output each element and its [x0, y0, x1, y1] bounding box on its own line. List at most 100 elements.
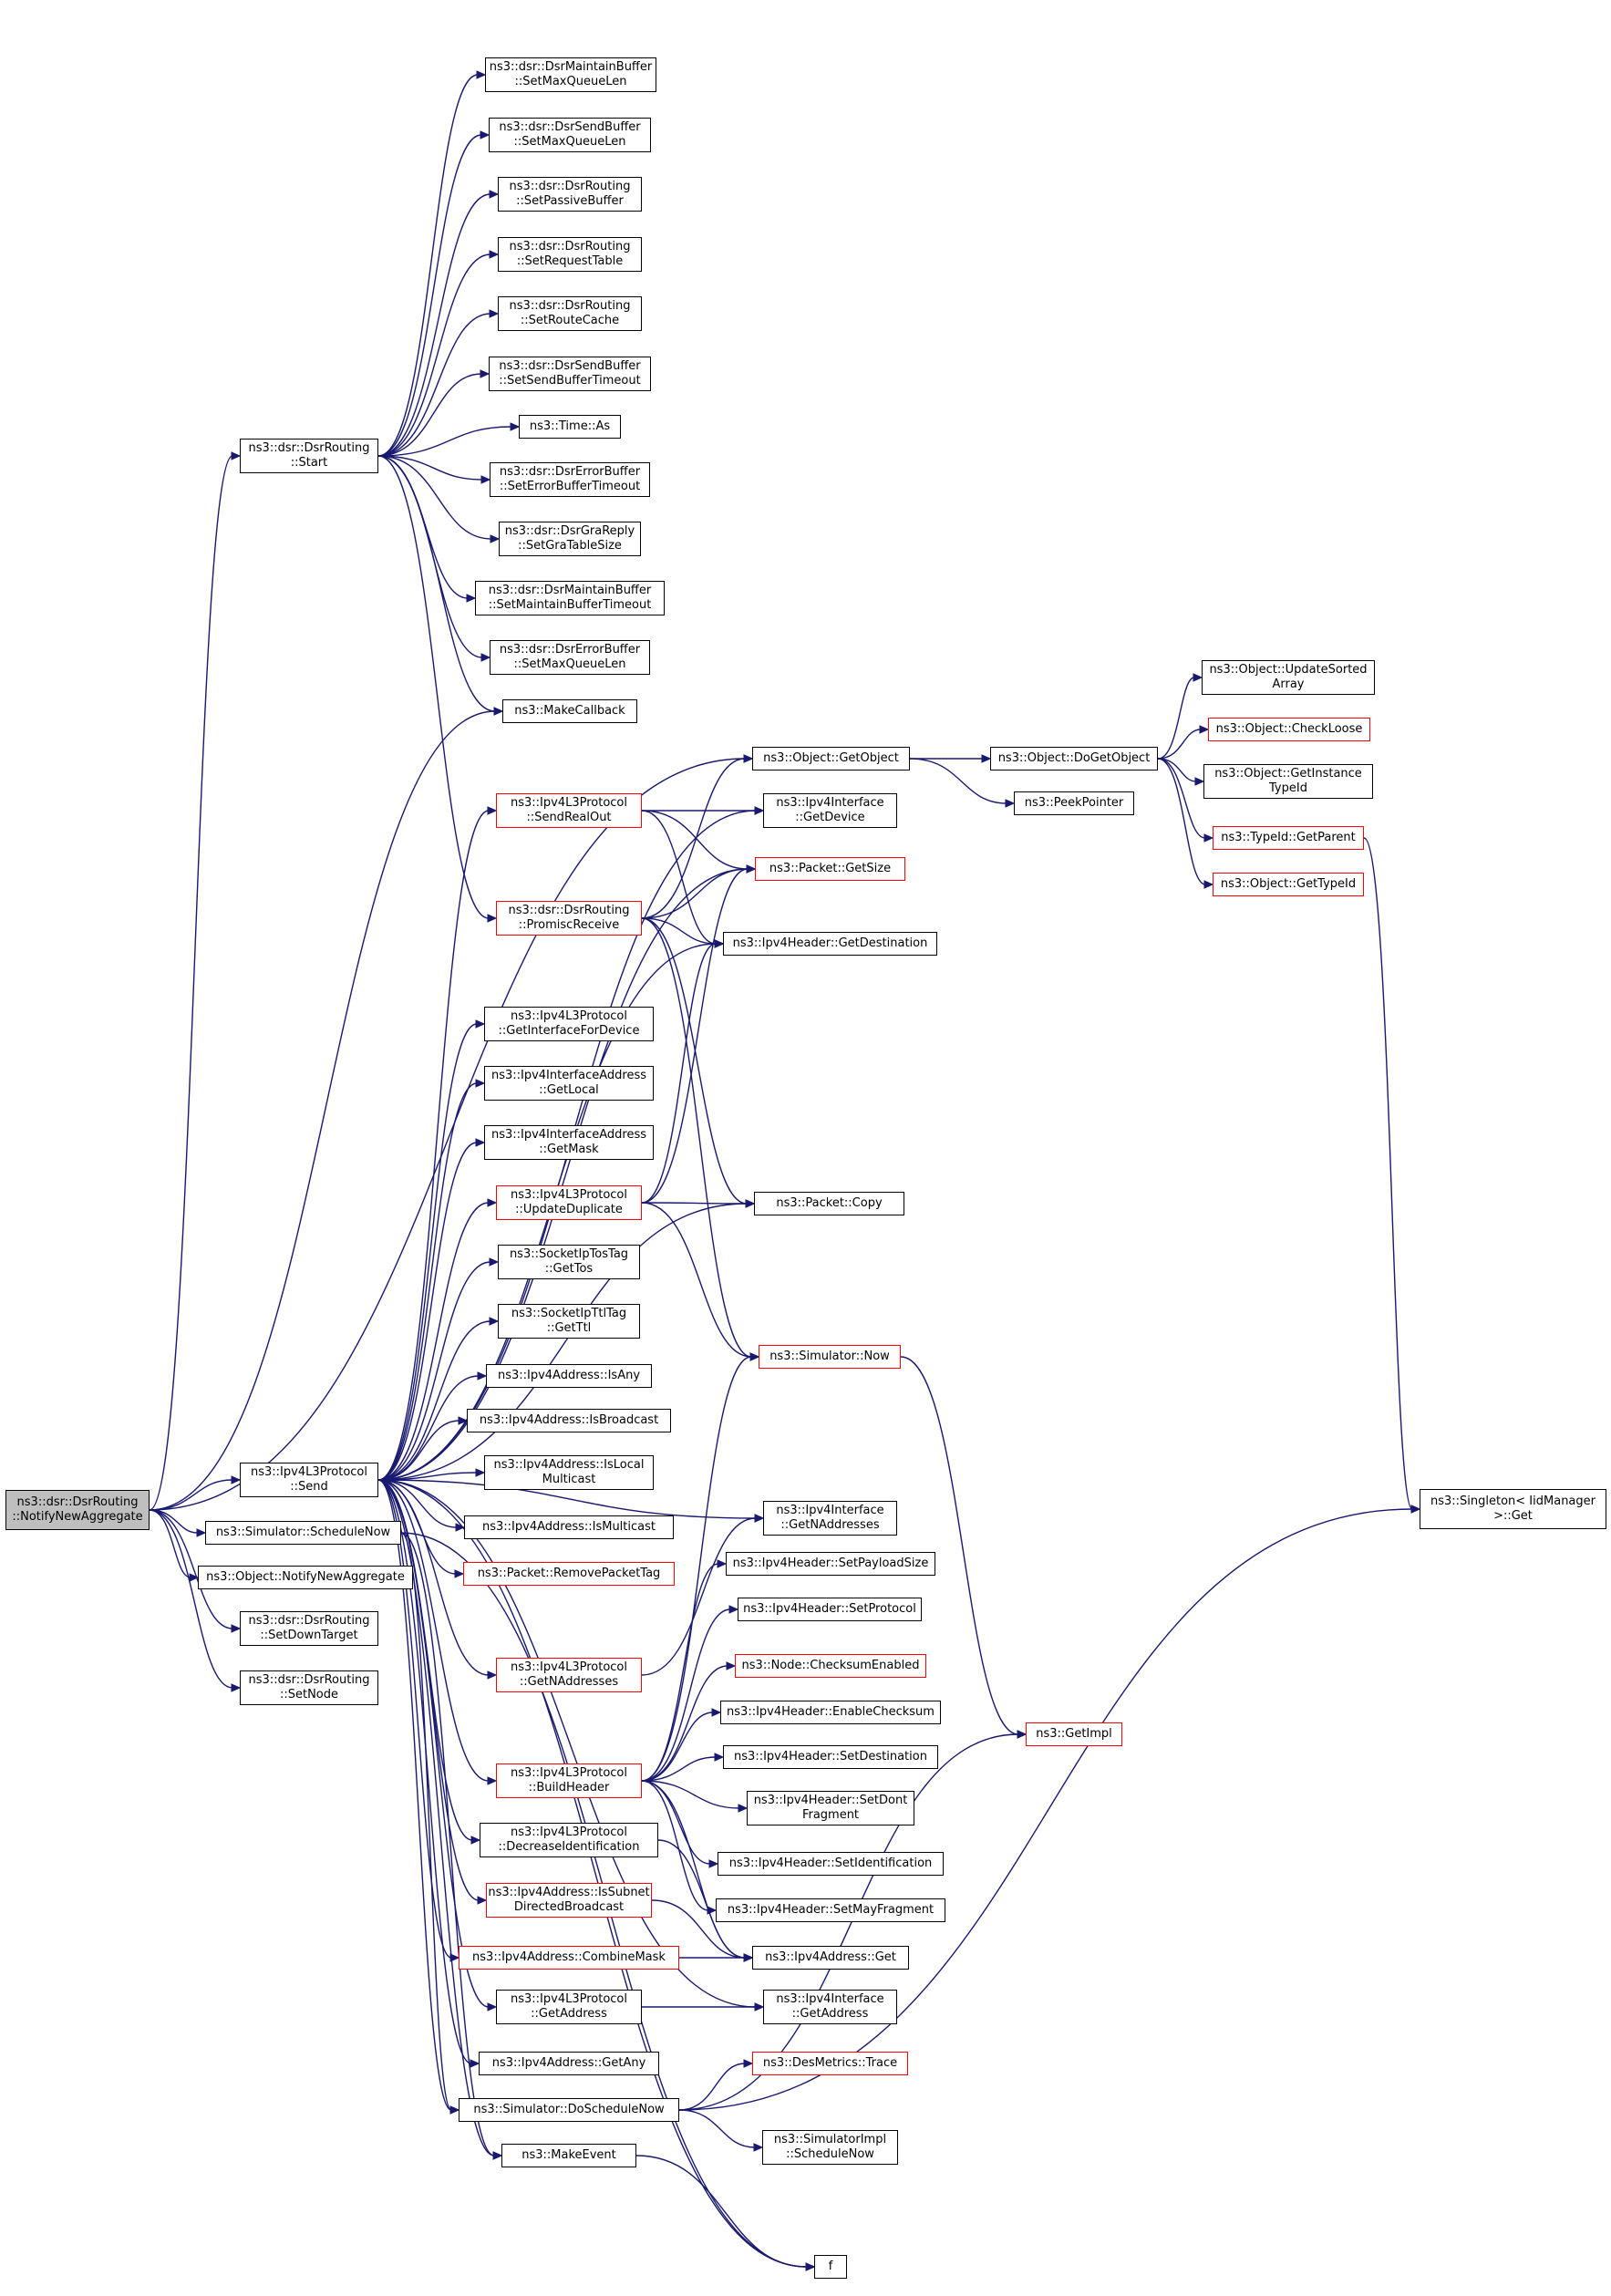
arrowhead-l3send-to-getmask	[475, 1138, 486, 1147]
node-ns3-ipv4header-setdont-fragment[interactable]: ns3::Ipv4Header::SetDont Fragment	[747, 1791, 914, 1825]
edge-l3getnaddr-to-ifgetnaddr	[641, 1517, 757, 1676]
node-ns3-object-getinstance-typeid[interactable]: ns3::Object::GetInstance TypeId	[1203, 764, 1373, 799]
node-ns3-ipv4interface-getdevice[interactable]: ns3::Ipv4Interface ::GetDevice	[763, 793, 897, 828]
node-ns3-dsr-dsrrouting-setroutecache[interactable]: ns3::dsr::DsrRouting ::SetRouteCache	[498, 296, 642, 331]
node-ns3-dsr-dsrgrareply-setgratablesize[interactable]: ns3::dsr::DsrGraReply ::SetGraTableSize	[499, 522, 641, 556]
node-ns3-ipv4header-setprotocol[interactable]: ns3::Ipv4Header::SetProtocol	[738, 1598, 922, 1621]
node-ns3-ipv4address-isbroadcast[interactable]: ns3::Ipv4Address::IsBroadcast	[467, 1409, 671, 1432]
node-ns3-object-gettypeid[interactable]: ns3::Object::GetTypeId	[1213, 873, 1364, 896]
node-ns3-node-checksumenabled[interactable]: ns3::Node::ChecksumEnabled	[735, 1654, 926, 1678]
node-ns3-ipv4address-isany[interactable]: ns3::Ipv4Address::IsAny	[486, 1364, 652, 1388]
node-ns3-makecallback[interactable]: ns3::MakeCallback	[502, 699, 637, 723]
node-ns3-simulator-now[interactable]: ns3::Simulator::Now	[759, 1345, 901, 1369]
node-ns3-object-getobject[interactable]: ns3::Object::GetObject	[752, 747, 910, 771]
node-ns3-dsr-dsrrouting-start[interactable]: ns3::dsr::DsrRouting ::Start	[240, 439, 378, 473]
node-ns3-makeevent[interactable]: ns3::MakeEvent	[501, 2144, 636, 2167]
edge-issubnet-to-addrget	[651, 1899, 746, 1959]
node-ns3-ipv4address-combinemask[interactable]: ns3::Ipv4Address::CombineMask	[459, 1946, 679, 1970]
edge-start-to-ebqlen	[377, 455, 483, 658]
node-ns3-ipv4header-setidentification[interactable]: ns3::Ipv4Header::SetIdentification	[718, 1852, 944, 1876]
node-ns3-dsr-dsrrouting-promiscreceive[interactable]: ns3::dsr::DsrRouting ::PromiscReceive	[496, 901, 642, 936]
arrowhead-buildhdr-to-setdest	[714, 1753, 725, 1762]
node-ns3-socketiptostag-gettos[interactable]: ns3::SocketIpTosTag ::GetTos	[498, 1245, 640, 1279]
node-ns3-ipv4address-islocal-multicast[interactable]: ns3::Ipv4Address::IsLocal Multicast	[484, 1455, 654, 1490]
edge-dosched-to-simimplsched	[678, 2109, 756, 2148]
node-ns3-simulatorimpl-schedulenow[interactable]: ns3::SimulatorImpl ::ScheduleNow	[762, 2130, 898, 2165]
node-ns3-simulator-doschedulenow[interactable]: ns3::Simulator::DoScheduleNow	[459, 2098, 679, 2122]
edge-l3send-to-sendrealout	[377, 810, 490, 1481]
node-ns3-desmetrics-trace[interactable]: ns3::DesMetrics::Trace	[752, 2052, 908, 2075]
edge-buildhdr-to-setdest	[641, 1756, 717, 1782]
node-ns3-packet-copy[interactable]: ns3::Packet::Copy	[754, 1192, 904, 1215]
node-ns3-ipv4interface-getnaddresses[interactable]: ns3::Ipv4Interface ::GetNAddresses	[763, 1501, 897, 1536]
node-ns3-object-notifynewaggregate[interactable]: ns3::Object::NotifyNewAggregate	[198, 1566, 413, 1589]
node-ns3-ipv4l3protocol-getinterfacefordevice[interactable]: ns3::Ipv4L3Protocol ::GetInterfaceForDev…	[484, 1007, 654, 1041]
arrowhead-l3send-to-getttl	[489, 1317, 500, 1326]
edge-upddup-to-pktgetsize	[641, 868, 749, 1204]
arrowhead-combinemask-to-addrget	[743, 1953, 754, 1962]
node-ns3-dsr-dsrrouting-setnode[interactable]: ns3::dsr::DsrRouting ::SetNode	[240, 1670, 378, 1705]
node-ns3-object-checkloose[interactable]: ns3::Object::CheckLoose	[1208, 718, 1370, 741]
node-f[interactable]: f	[814, 2255, 847, 2279]
node-ns3-dsr-dsrmaintainbuffer-setmaxqueuelen[interactable]: ns3::dsr::DsrMaintainBuffer ::SetMaxQueu…	[485, 57, 656, 92]
node-ns3-ipv4header-setpayloadsize[interactable]: ns3::Ipv4Header::SetPayloadSize	[726, 1552, 935, 1576]
node-ns3-dsr-dsrerrorbuffer-seterrorbuffertimeout[interactable]: ns3::dsr::DsrErrorBuffer ::SetErrorBuffe…	[490, 462, 650, 497]
node-ns3-ipv4l3protocol-buildheader[interactable]: ns3::Ipv4L3Protocol ::BuildHeader	[496, 1763, 642, 1798]
node-ns3-ipv4address-get[interactable]: ns3::Ipv4Address::Get	[752, 1946, 909, 1970]
arrowhead-start-to-reqtable	[489, 250, 500, 259]
node-ns3-ipv4address-ismulticast[interactable]: ns3::Ipv4Address::IsMulticast	[464, 1515, 674, 1539]
node-ns3-ipv4address-getany[interactable]: ns3::Ipv4Address::GetAny	[479, 2052, 659, 2075]
edge-buildhdr-to-setmayfrag	[641, 1780, 709, 1911]
node-ns3-typeid-getparent[interactable]: ns3::TypeId::GetParent	[1213, 826, 1364, 850]
node-ns3-packet-getsize[interactable]: ns3::Packet::GetSize	[755, 857, 905, 881]
node-ns3-ipv4l3protocol-decreaseidentification[interactable]: ns3::Ipv4L3Protocol ::DecreaseIdentifica…	[480, 1823, 658, 1857]
arrowhead-getobject-to-dogetobject	[981, 754, 992, 763]
arrowhead-buildhdr-to-setident	[708, 1859, 719, 1868]
arrowhead-l3send-to-buildhdr	[487, 1776, 498, 1785]
node-ns3-ipv4interface-getaddress[interactable]: ns3::Ipv4Interface ::GetAddress	[763, 1990, 897, 2024]
node-ns3-ipv4l3protocol-getaddress[interactable]: ns3::Ipv4L3Protocol ::GetAddress	[496, 1990, 642, 2024]
arrowhead-dogetobject-to-updsorted	[1193, 673, 1203, 682]
node-ns3-dsr-dsrrouting-setrequesttable[interactable]: ns3::dsr::DsrRouting ::SetRequestTable	[498, 237, 642, 272]
node-ns3-dsr-dsrrouting-setdowntarget[interactable]: ns3::dsr::DsrRouting ::SetDownTarget	[240, 1611, 378, 1646]
node-ns3-ipv4l3protocol-sendrealout[interactable]: ns3::Ipv4L3Protocol ::SendRealOut	[496, 793, 642, 828]
edge-dogetobject-to-getparent	[1157, 758, 1206, 839]
node-ns3-ipv4header-getdestination[interactable]: ns3::Ipv4Header::GetDestination	[723, 932, 937, 956]
node-ns3-socketipttltag-getttl[interactable]: ns3::SocketIpTtlTag ::GetTtl	[498, 1304, 640, 1339]
node-ns3-ipv4header-enablechecksum[interactable]: ns3::Ipv4Header::EnableChecksum	[720, 1701, 941, 1724]
arrowhead-start-to-sbqlen	[480, 130, 491, 140]
node-ns3-dsr-dsrerrorbuffer-setmaxqueuelen[interactable]: ns3::dsr::DsrErrorBuffer ::SetMaxQueueLe…	[490, 640, 650, 675]
node-ns3-dsr-dsrsendbuffer-setmaxqueuelen[interactable]: ns3::dsr::DsrSendBuffer ::SetMaxQueueLen	[489, 118, 651, 152]
node-ns3-dsr-dsrmaintainbuffer-setmaintainbuffertimeout[interactable]: ns3::dsr::DsrMaintainBuffer ::SetMaintai…	[475, 581, 665, 615]
node-ns3-ipv4l3protocol-updateduplicate[interactable]: ns3::Ipv4L3Protocol ::UpdateDuplicate	[496, 1185, 642, 1220]
node-ns3-ipv4address-issubnet-directedbroadcast[interactable]: ns3::Ipv4Address::IsSubnet DirectedBroad…	[486, 1883, 652, 1918]
node-ns3-ipv4l3protocol-send[interactable]: ns3::Ipv4L3Protocol ::Send	[240, 1463, 378, 1497]
node-ns3-dsr-dsrrouting-setpassivebuffer[interactable]: ns3::dsr::DsrRouting ::SetPassiveBuffer	[498, 177, 642, 212]
node-ns3-packet-removepackettag[interactable]: ns3::Packet::RemovePacketTag	[463, 1562, 675, 1586]
edge-root-to-setdown	[149, 1509, 233, 1629]
edge-getobject-to-peekptr	[909, 758, 1007, 804]
node-ns3-peekpointer[interactable]: ns3::PeekPointer	[1014, 791, 1134, 815]
arrowhead-start-to-makecb	[493, 707, 504, 716]
arrowhead-buildhdr-to-setproto	[728, 1605, 739, 1614]
edge-l3send-to-ismc	[377, 1479, 458, 1528]
edge-root-to-setnode	[149, 1509, 233, 1689]
node-ns3-ipv4header-setdestination[interactable]: ns3::Ipv4Header::SetDestination	[723, 1745, 938, 1769]
node-ns3-object-dogetobject[interactable]: ns3::Object::DoGetObject	[990, 747, 1158, 771]
node-ns3-object-updatesorted-array[interactable]: ns3::Object::UpdateSorted Array	[1202, 660, 1375, 695]
node-ns3-ipv4interfaceaddress-getlocal[interactable]: ns3::Ipv4InterfaceAddress ::GetLocal	[484, 1066, 654, 1101]
node-ns3-getimpl[interactable]: ns3::GetImpl	[1026, 1722, 1122, 1746]
node-ns3-ipv4header-setmayfragment[interactable]: ns3::Ipv4Header::SetMayFragment	[716, 1898, 945, 1922]
edge-promisc-to-getdest	[641, 917, 717, 945]
edge-dogetobject-to-updsorted	[1157, 677, 1195, 760]
node-ns3-simulator-schedulenow[interactable]: ns3::Simulator::ScheduleNow	[205, 1521, 401, 1545]
node-ns3-dsr-dsrsendbuffer-setsendbuffertimeout[interactable]: ns3::dsr::DsrSendBuffer ::SetSendBufferT…	[489, 357, 651, 391]
node-ns3-time-as[interactable]: ns3::Time::As	[519, 415, 621, 439]
edge-l3send-to-pktgetsize	[377, 868, 749, 1481]
node-ns3-singleton-iidmanager-get[interactable]: ns3::Singleton< IidManager >::Get	[1420, 1489, 1606, 1529]
arrowhead-dogetobject-to-gettypeid	[1203, 880, 1214, 889]
node-ns3-ipv4interfaceaddress-getmask[interactable]: ns3::Ipv4InterfaceAddress ::GetMask	[484, 1125, 654, 1160]
arrowhead-dosched-to-singleton	[1410, 1505, 1421, 1514]
node-ns3-ipv4l3protocol-getnaddresses[interactable]: ns3::Ipv4L3Protocol ::GetNAddresses	[496, 1658, 642, 1692]
